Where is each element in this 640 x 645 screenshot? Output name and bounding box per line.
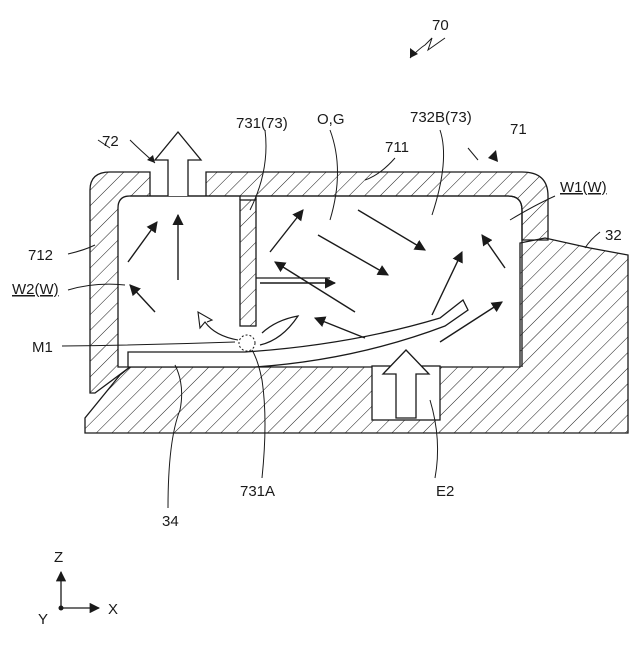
label-vertical-partition: 731(73) [236, 115, 288, 132]
flow-arrow [482, 235, 505, 268]
label-ceiling: 711 [385, 139, 409, 156]
lid-pointer-arrow [488, 150, 498, 162]
label-case: 32 [605, 227, 622, 244]
label-assembly: 70 [432, 17, 449, 34]
flow-arrow [275, 262, 355, 312]
curl-arrow [198, 312, 238, 340]
y-axis-dot [59, 606, 64, 611]
label-wall-left: W2(W) [12, 281, 59, 298]
deflector [260, 316, 298, 345]
axis-label-x: X [108, 601, 118, 618]
outlet-pointer-arrow [147, 155, 155, 163]
flow-arrow [130, 285, 155, 312]
m1-region [239, 335, 255, 351]
label-region: M1 [32, 339, 53, 356]
label-gas: O,G [317, 111, 345, 128]
assembly-pointer-arrow [410, 48, 418, 58]
axis-label-z: Z [54, 549, 63, 566]
chamber-outline [130, 196, 522, 367]
axis-indicator [61, 572, 99, 608]
label-outlet: 72 [102, 133, 119, 150]
outlet-arrow [155, 132, 201, 196]
plate [128, 300, 468, 367]
flow-arrow [358, 210, 425, 250]
flow-arrow [128, 222, 157, 262]
label-side-wall: 712 [28, 247, 53, 264]
axis-label-y: Y [38, 611, 48, 628]
label-plate: 34 [162, 513, 179, 530]
label-partition-tip: 731A [240, 483, 275, 500]
label-right-partition: 732B(73) [410, 109, 472, 126]
label-wall-right: W1(W) [560, 179, 607, 196]
flow-arrow [270, 210, 303, 252]
label-inlet: E2 [436, 483, 454, 500]
flow-arrow [318, 235, 388, 275]
flow-arrow [315, 318, 365, 338]
case-body [85, 238, 628, 433]
label-lid: 71 [510, 121, 527, 138]
leader-lines [62, 38, 600, 508]
